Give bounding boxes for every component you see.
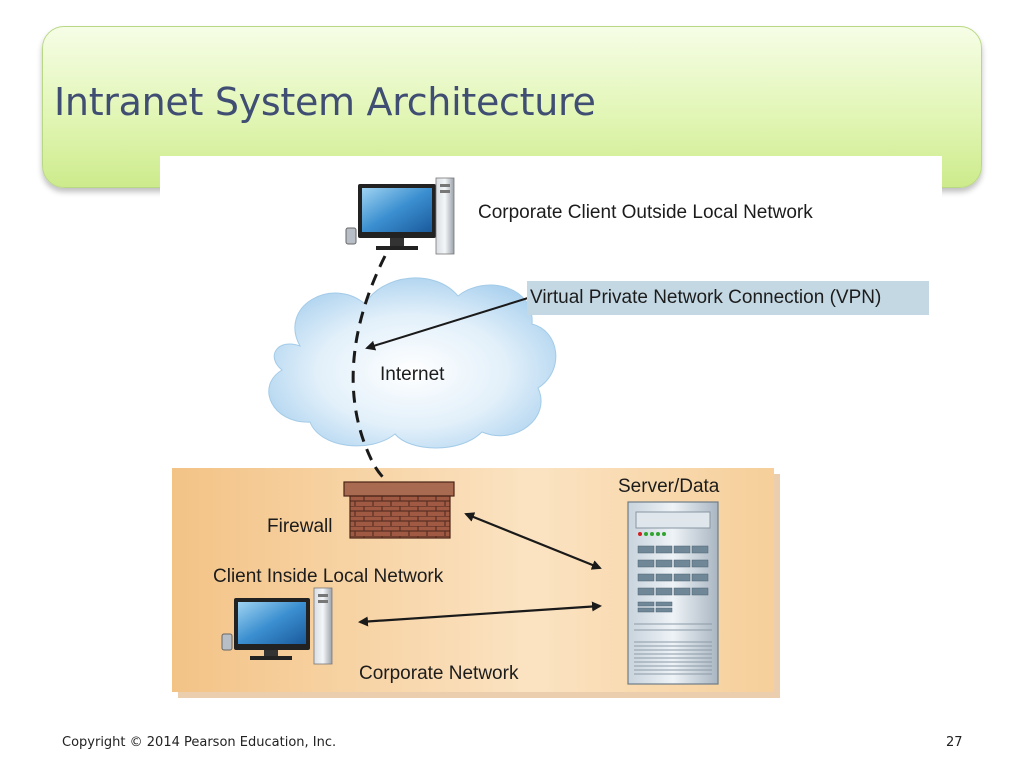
corporate-network-label: Corporate Network xyxy=(359,663,519,684)
diagram-canvas xyxy=(172,177,780,698)
client-server-arrow xyxy=(358,601,602,627)
cloud-icon xyxy=(268,277,557,449)
firewall-label: Firewall xyxy=(267,516,333,537)
outside-client-label: Corporate Client Outside Local Network xyxy=(478,202,813,223)
vpn-pointer-arrow xyxy=(365,297,529,351)
slide-title: Intranet System Architecture xyxy=(54,80,596,124)
desktop-computer-icon xyxy=(345,177,455,255)
desktop-computer-icon xyxy=(221,587,333,665)
server-label: Server/Data xyxy=(618,476,720,497)
inside-client-label: Client Inside Local Network xyxy=(213,566,444,587)
firewall-server-arrow xyxy=(464,512,602,570)
server-rack-icon xyxy=(627,501,719,685)
vpn-label: Virtual Private Network Connection (VPN) xyxy=(530,287,882,308)
copyright-footer: Copyright © 2014 Pearson Education, Inc. xyxy=(62,735,337,750)
vpn-tunnel-path xyxy=(351,255,406,498)
vpn-label-box xyxy=(527,281,929,315)
architecture-diagram: Corporate Client Outside Local Network V… xyxy=(160,156,942,704)
page-number: 27 xyxy=(946,735,963,750)
internet-label: Internet xyxy=(380,364,445,385)
brick-firewall-icon xyxy=(343,481,455,539)
